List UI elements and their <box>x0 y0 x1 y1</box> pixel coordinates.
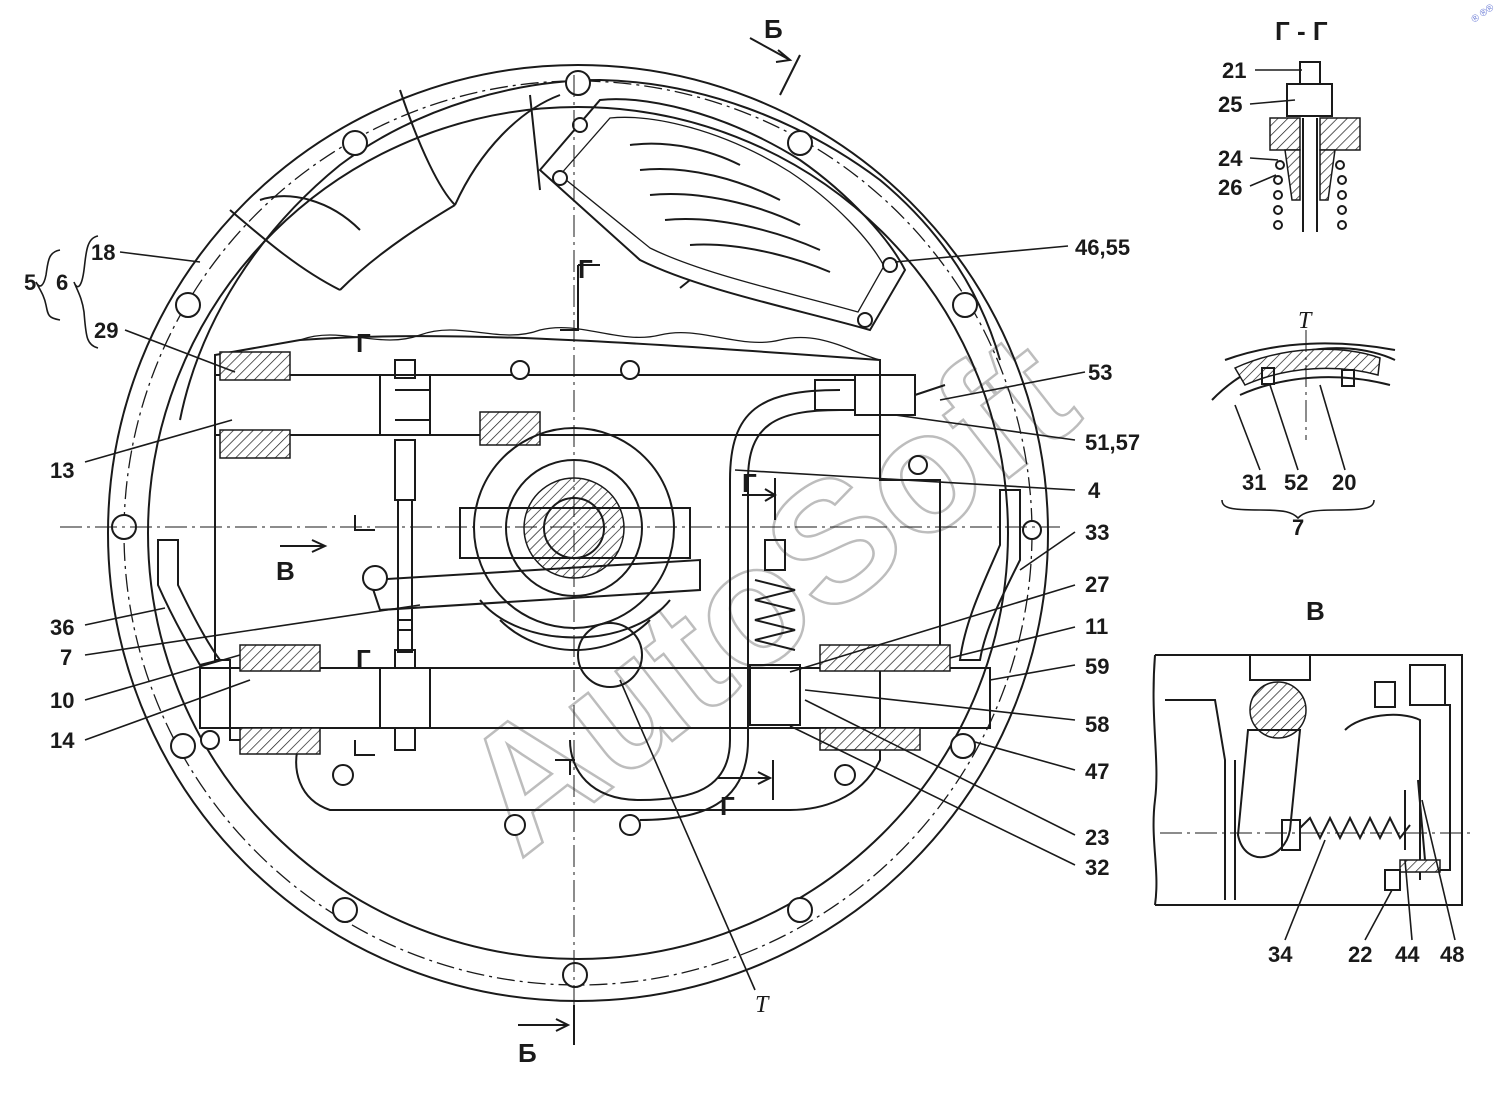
label-27: 27 <box>1085 572 1109 597</box>
label-32: 32 <box>1085 855 1109 880</box>
label-11: 11 <box>1085 614 1108 639</box>
section-mark-g-top: Г <box>356 328 371 358</box>
label-5: 5 <box>24 270 36 295</box>
title-detail-t: Т <box>1298 308 1313 334</box>
section-marks: Б Б В Г Г Г Г Г <box>276 14 783 1068</box>
detent-spring-assembly <box>749 539 801 726</box>
view-arrow-v <box>280 539 328 553</box>
detail-t-view <box>1211 330 1396 520</box>
label-44: 44 <box>1395 942 1420 967</box>
view-mark-v: В <box>276 556 295 586</box>
section-mark-b-bottom: Б <box>518 1038 537 1068</box>
central-bearing-hub <box>459 427 691 651</box>
section-arrow-b-top <box>749 37 793 63</box>
label-48: 48 <box>1440 942 1464 967</box>
right-lever <box>958 489 1021 661</box>
label-7-main: 7 <box>60 645 72 670</box>
part-labels: 5 6 18 29 13 36 7 10 14 46,55 53 51,57 4… <box>24 58 1464 967</box>
label-23: 23 <box>1085 825 1109 850</box>
inspection-cover <box>538 98 907 332</box>
label-4: 4 <box>1088 478 1101 503</box>
section-mark-g-mid: Г <box>356 644 371 674</box>
leader-lines-main <box>84 245 1086 991</box>
section-gg-spring <box>1273 160 1347 230</box>
label-6: 6 <box>56 270 68 295</box>
label-18: 18 <box>91 240 115 265</box>
upper-shift-rod <box>214 351 881 459</box>
label-53: 53 <box>1088 360 1112 385</box>
upper-shift-fork <box>379 359 431 631</box>
casing-ribs <box>229 89 561 291</box>
label-36: 36 <box>50 615 74 640</box>
detail-callout-circle <box>577 622 643 688</box>
flange-inner-ring <box>147 106 1009 960</box>
cover-louvers <box>629 142 831 273</box>
label-20: 20 <box>1332 470 1356 495</box>
assembly-braces <box>35 235 99 349</box>
detail-t-brace <box>1221 499 1375 520</box>
view-titles: Г - Г Т В Т <box>755 16 1328 1018</box>
view-arrow-g-upper <box>742 478 777 520</box>
section-mark-b-top: Б <box>764 14 783 44</box>
main-housing-view <box>60 37 1060 1045</box>
label-58: 58 <box>1085 712 1109 737</box>
grease-fitting <box>814 374 946 416</box>
lower-shift-fork <box>379 619 431 751</box>
label-14: 14 <box>50 728 75 753</box>
label-52: 52 <box>1284 470 1308 495</box>
lower-shift-rod <box>199 644 991 755</box>
label-7-detail: 7 <box>1292 515 1304 540</box>
linkage-lever <box>368 558 701 612</box>
label-10: 10 <box>50 688 74 713</box>
section-corner-marks <box>354 264 691 775</box>
section-mark-g-arrow2: Г <box>578 254 593 284</box>
casing-inner-edge <box>179 78 1001 421</box>
title-view-v: В <box>1306 596 1325 626</box>
label-59: 59 <box>1085 654 1109 679</box>
linkage-pivot <box>362 565 388 591</box>
title-section-gg: Г - Г <box>1275 16 1328 46</box>
label-33: 33 <box>1085 520 1109 545</box>
oil-tube <box>569 389 841 802</box>
section-arrow-b-bottom <box>518 1018 571 1032</box>
label-29: 29 <box>94 318 118 343</box>
label-22: 22 <box>1348 942 1372 967</box>
left-lever <box>157 539 222 667</box>
section-mark-g-arrow1: Г <box>742 468 757 498</box>
label-24: 24 <box>1218 146 1243 171</box>
label-21: 21 <box>1222 58 1246 83</box>
flange-outer-ring <box>107 64 1049 1002</box>
oil-tube-inner <box>639 409 841 821</box>
label-46-55: 46,55 <box>1075 235 1130 260</box>
section-line-b-top <box>779 54 801 96</box>
label-25: 25 <box>1218 92 1242 117</box>
body-wavy-top <box>299 326 881 361</box>
label-51-57: 51,57 <box>1085 430 1140 455</box>
flange-bolts <box>111 70 1042 988</box>
label-31: 31 <box>1242 470 1266 495</box>
callout-t-label: Т <box>755 992 770 1018</box>
label-47: 47 <box>1085 759 1109 784</box>
view-arrow-g-lower <box>718 760 774 800</box>
view-v <box>1152 654 1470 941</box>
corner-mark: ® ®® <box>1470 2 1497 26</box>
label-26: 26 <box>1218 175 1242 200</box>
label-34: 34 <box>1268 942 1293 967</box>
section-mark-g-low: Г <box>720 791 735 821</box>
section-gg-view <box>1249 61 1361 232</box>
label-13: 13 <box>50 458 74 483</box>
